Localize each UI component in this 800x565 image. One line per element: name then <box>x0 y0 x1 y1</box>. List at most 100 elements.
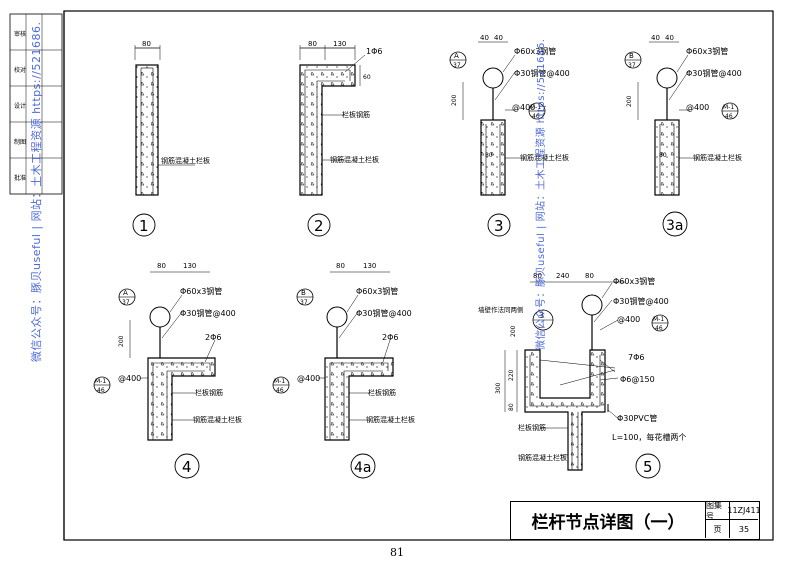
atlas-number: 11ZJ411 <box>727 502 761 520</box>
d3-anchor: @400 <box>512 103 535 112</box>
d5-dim-h3: 220 <box>508 369 515 381</box>
title-block: 栏杆节点详图（一） 图集号 11ZJ411 页 35 <box>510 501 761 540</box>
d1-dim-top: 80 <box>142 40 151 48</box>
detail-3a: 40 40 B 37 Φ60x3钢管 Φ30钢管@400 200 80 @400… <box>624 34 742 237</box>
d5-bar: 7Φ6 <box>628 353 644 362</box>
d4a-ref2-top: M-1 <box>274 378 285 385</box>
side-cell-0: 审核 <box>14 30 26 38</box>
d1-label-slab: 钢筋混凝土栏板 <box>161 156 210 165</box>
d3-dim-h: 200 <box>451 94 458 106</box>
d2-label-slab: 钢筋混凝土栏板 <box>330 155 379 164</box>
d4a-label-rebar: 栏板钢筋 <box>368 388 396 397</box>
detail-5: 80 240 80 Φ60x3钢管 Φ30钢管@400 @400 M-1 46 … <box>478 272 686 479</box>
d4-ref-sheet: 37 <box>122 299 130 306</box>
d3-ref-letter: A <box>454 52 459 60</box>
d5-ref2-top: M-1 <box>653 316 664 323</box>
d4-ref-letter: A <box>123 289 128 297</box>
d3a-ref2-top: M-1 <box>723 104 734 111</box>
d1-id-circle <box>132 213 156 237</box>
detail-4: 80 130 A 37 Φ60x3钢管 Φ30钢管@400 200 2Φ6 @4… <box>93 262 242 479</box>
d3-dim-a: 40 <box>480 34 489 42</box>
d3a-dim-h: 200 <box>626 95 633 107</box>
d4-label-rebar: 栏板钢筋 <box>195 388 223 397</box>
d2-id: 2 <box>314 217 324 235</box>
d3-dim-b2: 80 <box>485 152 493 159</box>
d5-pvc-note: L=100，每花槽两个 <box>612 432 686 442</box>
d1-id: 1 <box>139 217 149 235</box>
d4-dim-a: 80 <box>157 262 166 270</box>
d4a-dim-b: 130 <box>363 262 376 270</box>
side-strip: 审核 校对 设计 制图 批准 <box>9 13 63 195</box>
d5-pipe: Φ60x3钢管 <box>613 276 655 286</box>
d3-dim-b: 40 <box>494 34 503 42</box>
d3a-id: 3a <box>666 218 684 234</box>
d5-pvc: Φ30PVC管 <box>617 413 657 423</box>
side-cell-1: 校对 <box>14 66 26 74</box>
d4-id: 4 <box>182 458 192 476</box>
d4a-ref-sheet: 37 <box>300 299 308 306</box>
d2-dim-a: 80 <box>308 40 317 48</box>
side-cell-3: 制图 <box>14 138 26 146</box>
d2-dim-r: 60 <box>363 74 371 81</box>
d5-label-rebar: 栏板钢筋 <box>518 423 546 432</box>
d4a-anchor: @400 <box>297 374 320 383</box>
d3a-pipe: Φ60x3钢管 <box>686 46 728 56</box>
d3a-post: Φ30钢管@400 <box>686 68 742 78</box>
d4a-bar: 2Φ6 <box>382 333 398 342</box>
d4-dim-b: 130 <box>183 262 196 270</box>
d3a-ref-sheet: 37 <box>628 62 636 69</box>
d3a-dim-b2: 80 <box>659 152 667 159</box>
d3-id: 3 <box>494 217 504 235</box>
d4-bar: 2Φ6 <box>205 333 221 342</box>
d5-ref2-bot: 46 <box>655 325 663 332</box>
page-number: 81 <box>390 546 404 559</box>
d4-label-slab: 钢筋混凝土栏板 <box>193 415 242 424</box>
detail-2: 80 130 60 1Φ6 栏板钢筋 钢筋混凝土栏板 2 <box>299 40 382 237</box>
d4a-id: 4a <box>354 460 372 476</box>
d4-dim-h: 200 <box>118 335 125 347</box>
side-cell-4: 批准 <box>14 174 26 182</box>
d5-dim-b: 240 <box>556 272 569 280</box>
d2-dim-b: 130 <box>333 40 346 48</box>
d4a-label-slab: 钢筋混凝土栏板 <box>366 415 415 424</box>
d3a-ref-letter: B <box>629 52 634 60</box>
d3-label-slab: 钢筋混凝土栏板 <box>520 153 569 162</box>
page-label: 页 <box>706 520 730 538</box>
d5-dim-a: 80 <box>533 272 542 280</box>
d5-id: 5 <box>643 458 653 476</box>
d3a-ref2-bot: 46 <box>725 113 733 120</box>
d5-dim-h1: 200 <box>510 325 517 337</box>
sheet-page-number: 35 <box>738 524 750 534</box>
d5-dim-h4: 80 <box>508 403 515 411</box>
detail-4a: 80 130 B 37 Φ60x3钢管 Φ30钢管@400 2Φ6 @400 M… <box>272 262 415 479</box>
watermark-left: 微信公众号：豚贝useful | 网站：土木工程资源 https://52168… <box>30 21 43 362</box>
d4a-post: Φ30钢管@400 <box>356 308 412 318</box>
d3a-dim-a: 40 <box>651 34 660 42</box>
d5-dim-h2: 300 <box>495 382 502 394</box>
d5-dim-c: 80 <box>585 272 594 280</box>
drawing-title: 栏杆节点详图（一） <box>511 502 706 538</box>
d3-pipe: Φ60x3钢管 <box>514 46 556 56</box>
atlas-label: 图集号 <box>706 501 730 521</box>
d4-post: Φ30钢管@400 <box>180 308 236 318</box>
d3-ref-sheet: 37 <box>453 62 461 69</box>
d3a-label-slab: 钢筋混凝土栏板 <box>693 153 742 162</box>
d4-anchor: @400 <box>118 374 141 383</box>
d4-ref2-top: M-1 <box>95 378 106 385</box>
side-cell-2: 设计 <box>14 102 26 110</box>
d4a-ref-letter: B <box>301 289 306 297</box>
d5-ref-dash: — <box>538 323 545 331</box>
d5-label-slab: 钢筋混凝土栏板 <box>518 453 567 462</box>
detail-3: 40 40 A 37 Φ60x3钢管 Φ30钢管@400 200 80 @400… <box>449 34 570 237</box>
d5-anchor: @400 <box>617 315 640 324</box>
watermark-mid: 微信公众号：豚贝useful | 网站：土木工程资源 https://52168… <box>536 38 547 350</box>
d3-ref2-bot: 46 <box>532 113 540 120</box>
d3a-anchor: @400 <box>686 103 709 112</box>
d5-ref-num: 3 <box>539 311 544 320</box>
d3-post: Φ30钢管@400 <box>514 68 570 78</box>
d5-side-note: 墙壁作法同两侧 <box>478 305 524 314</box>
d4a-ref2-bot: 46 <box>276 387 284 394</box>
d5-stirrup: Φ6@150 <box>620 375 655 384</box>
d4a-dim-a: 80 <box>336 262 345 270</box>
